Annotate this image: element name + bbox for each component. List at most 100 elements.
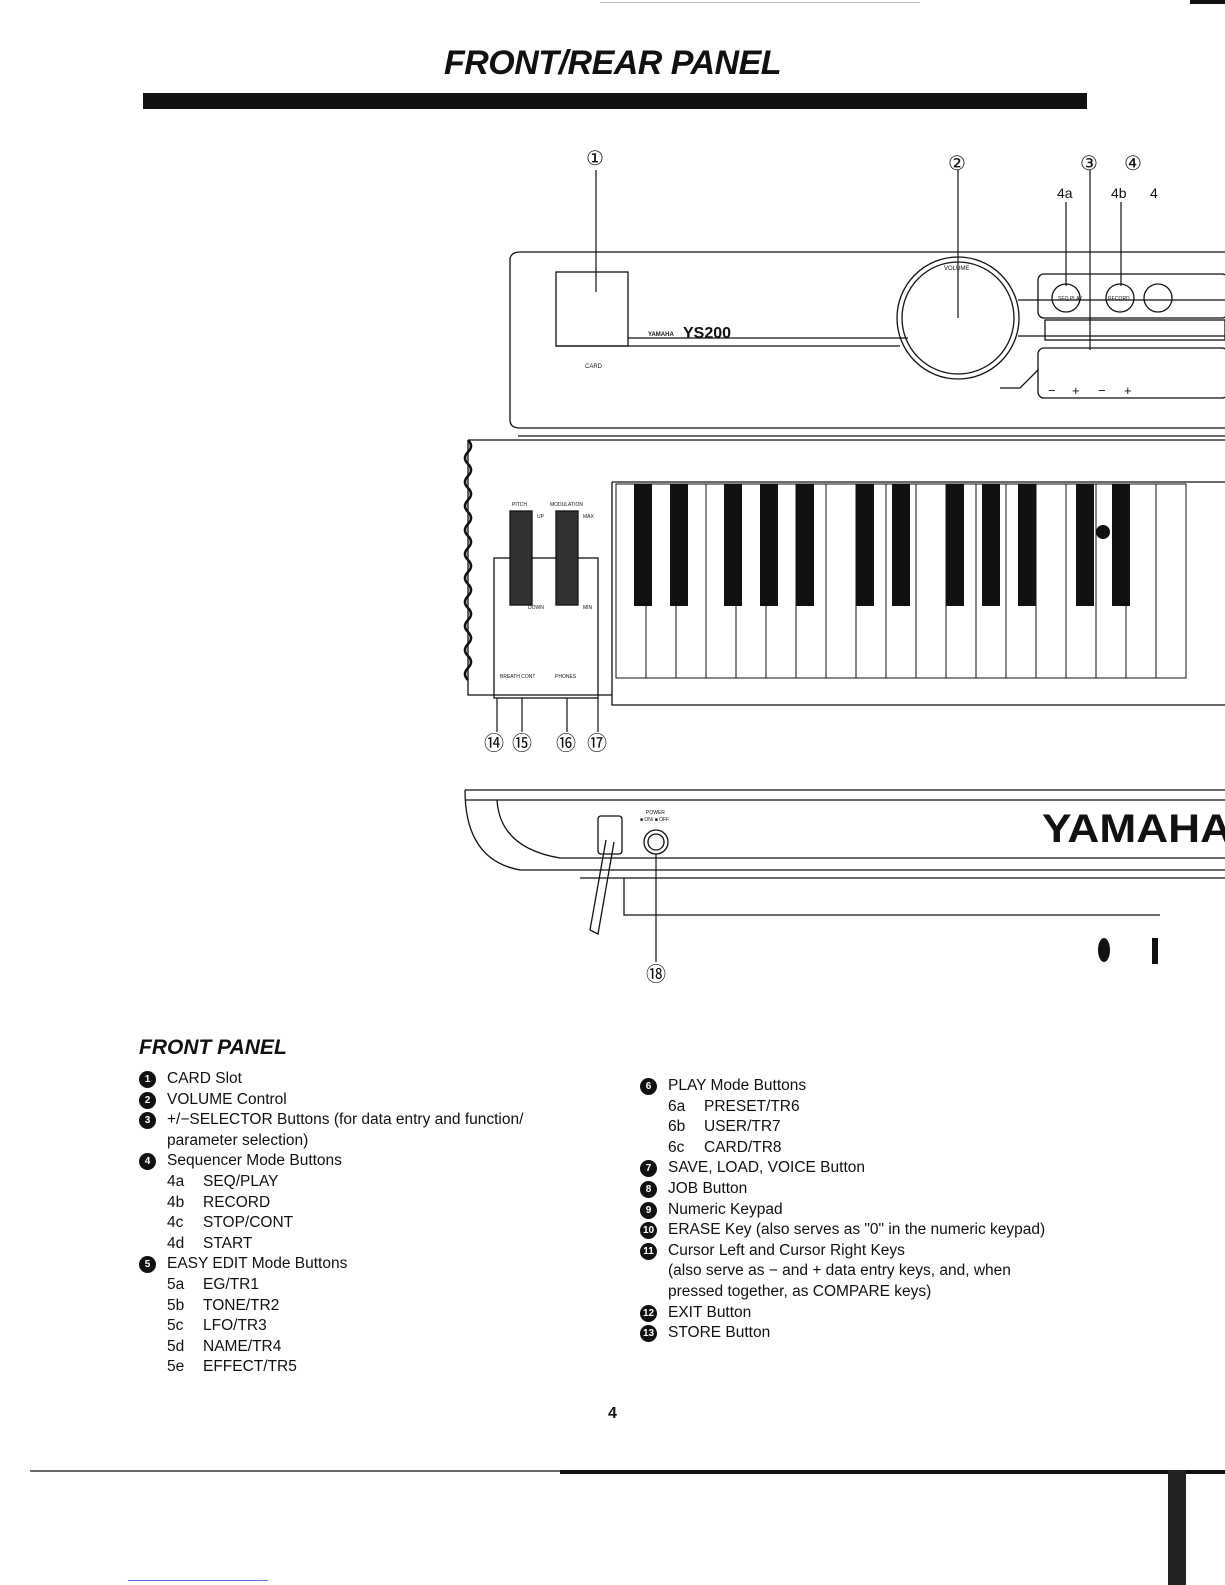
selector-button-group [1037, 347, 1225, 399]
list-item: 5 EASY EDIT Mode Buttons [139, 1254, 599, 1275]
item-text: +/−SELECTOR Buttons (for data entry and … [167, 1111, 524, 1129]
item-text: Numeric Keypad [668, 1200, 783, 1218]
item-text: EASY EDIT Mode Buttons [167, 1255, 348, 1273]
list-item: 13 STORE Button [640, 1323, 1085, 1344]
page-curl [1168, 1470, 1186, 1585]
power-cord-jack [597, 815, 623, 855]
number-badge: 1 [139, 1071, 156, 1088]
item-continuation: (also serve as − and + data entry keys, … [668, 1262, 1011, 1280]
number-badge: 12 [640, 1304, 657, 1322]
number-badge: 6 [640, 1078, 657, 1095]
item-text: EXIT Button [668, 1303, 752, 1321]
list-item: 9 Numeric Keypad [640, 1200, 1085, 1221]
callout-4-partial: 4 [1150, 185, 1158, 201]
list-item: 1 CARD Slot [139, 1069, 599, 1090]
wheel-box [493, 557, 599, 699]
seq-play-label: SEQ PLAY [1058, 296, 1083, 302]
list-item: 8 JOB Button [640, 1179, 1085, 1200]
list-item: 10 ERASE Key (also serves as "0" in the … [640, 1220, 1085, 1241]
item-text: SAVE, LOAD, VOICE Button [668, 1159, 865, 1177]
bottom-rule [30, 1470, 1225, 1474]
number-badge: 11 [640, 1242, 657, 1260]
card-label: CARD [585, 364, 603, 370]
minus-label-2: − [1098, 383, 1106, 398]
phones-label: PHONES [555, 674, 577, 680]
callout-4b: 4b [1111, 185, 1127, 201]
panel-illustration: CARD YAMAHA YS200 VOLUME SEQ PLAY RECORD… [463, 148, 1225, 986]
item-text: PLAY Mode Buttons [668, 1077, 807, 1094]
power-label: POWER [646, 810, 665, 816]
list-item: 4 Sequencer Mode Buttons [139, 1151, 599, 1172]
card-slot [555, 271, 629, 347]
on-off-label: ■ ON/ ■ OFF [640, 817, 669, 823]
top-scan-line [600, 2, 920, 3]
item-continuation: pressed together, as COMPARE keys) [668, 1282, 932, 1300]
min-label: MIN [583, 605, 593, 611]
up-label: UP [537, 514, 545, 520]
callout-2: ② [948, 153, 966, 175]
black-keys [634, 484, 1130, 606]
sequencer-button-group [1037, 273, 1225, 319]
list-item: 12 EXIT Button [640, 1303, 1085, 1324]
callout-1: ① [586, 148, 604, 170]
item-text: JOB Button [668, 1179, 748, 1197]
callout-4a: 4a [1057, 185, 1073, 201]
callout-17: ⑰ [587, 732, 607, 755]
list-item: 11 Cursor Left and Cursor Right Keys [640, 1241, 1085, 1262]
corner-mark [1190, 0, 1225, 4]
volume-label: VOLUME [944, 266, 969, 272]
number-badge: 7 [640, 1160, 657, 1178]
max-label: MAX [583, 514, 595, 520]
pitch-label: PITCH [512, 502, 527, 508]
number-badge: 2 [139, 1091, 156, 1109]
title-rule [143, 93, 1087, 109]
number-badge: 4 [139, 1153, 156, 1171]
pitch-wheel [509, 510, 533, 606]
brand-small-label: YAMAHA [648, 332, 674, 338]
minus-label-1: − [1048, 383, 1056, 398]
list-item: 6 PLAY Mode Buttons [640, 1076, 1085, 1097]
list-item: 2 VOLUME Control [139, 1090, 599, 1111]
item-continuation: parameter selection) [167, 1131, 309, 1149]
record-button [1105, 283, 1135, 313]
list-item: 7 SAVE, LOAD, VOICE Button [640, 1158, 1085, 1179]
item-text: Cursor Left and Cursor Right Keys [668, 1241, 905, 1259]
number-badge: 9 [640, 1201, 657, 1219]
modulation-wheel [555, 510, 579, 606]
callout-4: ④ [1124, 153, 1142, 175]
left-item-list: 1 CARD Slot 2 VOLUME Control 3 +/−SELECT… [139, 1069, 599, 1378]
item-text: VOLUME Control [167, 1090, 287, 1108]
item-text: STORE Button [668, 1324, 771, 1342]
number-badge: 8 [640, 1180, 657, 1198]
page-title: FRONT/REAR PANEL [443, 44, 782, 82]
brand-large-label: YAMAHA [1042, 807, 1225, 851]
upper-panel-outline [509, 251, 1225, 259]
breath-cont-label: BREATH CONT [500, 674, 535, 680]
page-number: 4 [608, 1405, 617, 1422]
callout-18: ⑱ [646, 963, 666, 986]
number-badge: 5 [139, 1256, 156, 1274]
item-text: ERASE Key (also serves as "0" in the num… [668, 1221, 1046, 1239]
callout-3: ③ [1080, 153, 1098, 175]
callout-14: ⑭ [484, 732, 504, 755]
plus-label-2: + [1124, 383, 1132, 398]
bottom-link-line [128, 1580, 268, 1581]
number-badge: 10 [640, 1222, 657, 1240]
record-label: RECORD [1108, 296, 1130, 302]
item-text: CARD Slot [167, 1070, 242, 1087]
callout-15: ⑮ [512, 732, 532, 755]
down-label: DOWN [528, 605, 544, 611]
